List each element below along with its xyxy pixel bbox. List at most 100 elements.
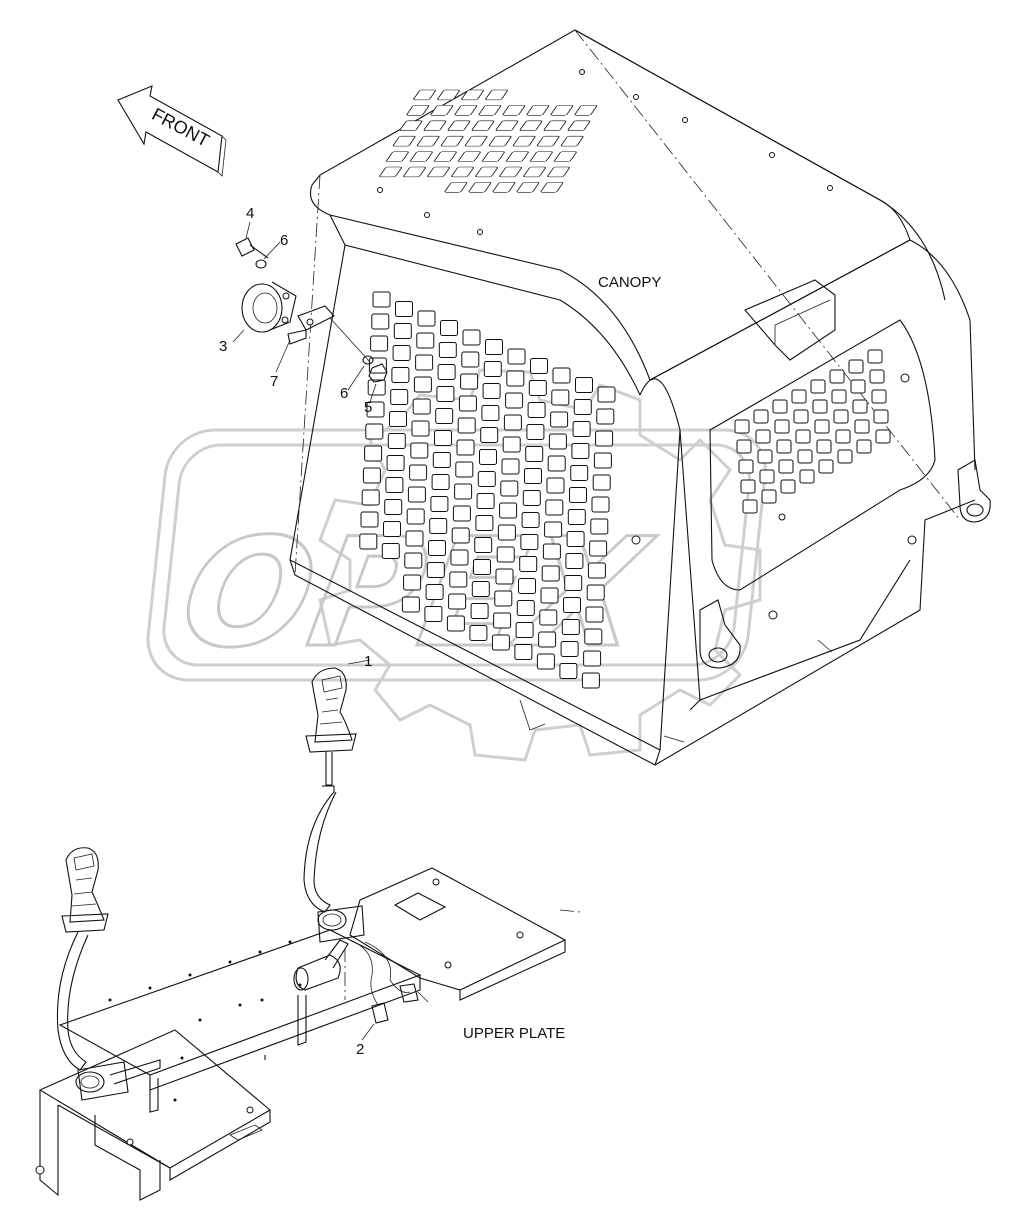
front-grille-cell bbox=[430, 496, 449, 512]
roof-grille-cell bbox=[488, 135, 512, 147]
front-grille-cell bbox=[514, 644, 533, 660]
front-grille-cell bbox=[359, 533, 378, 550]
side-grille-cell bbox=[761, 489, 777, 504]
roof-grille-cell bbox=[416, 135, 440, 147]
front-grille-cell bbox=[525, 446, 544, 462]
front-grille-cell bbox=[495, 568, 514, 585]
side-grille-cell bbox=[799, 469, 815, 484]
front-grille-cell bbox=[401, 596, 420, 613]
front-grille-cell bbox=[501, 458, 520, 475]
front-grille-cell bbox=[360, 511, 379, 528]
front-grille-cell bbox=[586, 584, 605, 601]
side-grille bbox=[734, 349, 891, 514]
front-grille-cell bbox=[569, 487, 587, 503]
roof-grille bbox=[379, 89, 598, 193]
roof-grille-cell bbox=[464, 135, 488, 147]
front-grille-cell bbox=[493, 612, 512, 629]
side-grille-cell bbox=[757, 449, 773, 464]
front-grille-cell bbox=[538, 631, 557, 648]
roof-grille-cell bbox=[560, 135, 584, 147]
front-grille-cell bbox=[570, 465, 589, 481]
front-grille-cell bbox=[587, 562, 606, 579]
roof-grille-cell bbox=[547, 166, 570, 178]
callout-6-lower: 6 bbox=[340, 385, 348, 402]
side-grille-cell bbox=[829, 369, 845, 384]
front-grille-cell bbox=[536, 653, 555, 670]
front-grille-cell bbox=[566, 531, 585, 547]
front-grille-cell bbox=[597, 386, 616, 403]
roof-grille-cell bbox=[543, 120, 567, 131]
side-grille-cell bbox=[776, 439, 792, 454]
front-grille-cell bbox=[499, 502, 518, 519]
roof-grille-cell bbox=[444, 182, 468, 193]
front-grille-cell bbox=[450, 549, 469, 566]
front-grille-cell bbox=[425, 584, 444, 600]
front-grille-cell bbox=[455, 461, 474, 478]
front-grille-cell bbox=[476, 493, 495, 509]
side-grille-cell bbox=[736, 439, 752, 454]
side-grille-cell bbox=[795, 429, 811, 444]
front-grille-cell bbox=[403, 574, 422, 591]
front-grille-cell bbox=[371, 313, 390, 330]
front-grille-cell bbox=[381, 543, 400, 559]
front-grille-cell bbox=[522, 490, 541, 506]
roof-grille-cell bbox=[499, 166, 522, 178]
roof-grille-cell bbox=[478, 105, 502, 116]
side-grille-cell bbox=[778, 459, 794, 474]
front-grille-cell bbox=[541, 565, 560, 582]
front-grille-cell bbox=[407, 486, 426, 503]
front-grille-cell bbox=[500, 480, 519, 497]
front-grille-cell bbox=[503, 414, 522, 431]
front-grille-cell bbox=[571, 443, 590, 459]
front-grille-cell bbox=[431, 474, 450, 490]
callout-7: 7 bbox=[270, 373, 278, 390]
roof-grille-cell bbox=[461, 89, 484, 101]
side-grille-cell bbox=[871, 389, 887, 404]
front-grille-cell bbox=[589, 540, 608, 557]
front-grille-cell bbox=[530, 358, 548, 374]
roof-grille-cell bbox=[519, 120, 543, 131]
front-grille-cell bbox=[482, 383, 501, 399]
front-grille-cell bbox=[456, 439, 475, 456]
side-grille-cell bbox=[850, 379, 866, 394]
side-grille-cell bbox=[738, 459, 754, 474]
front-grille-cell bbox=[477, 471, 496, 487]
roof-grille-cell bbox=[536, 135, 560, 147]
front-grille-cell bbox=[390, 389, 409, 405]
side-grille-cell bbox=[835, 429, 851, 444]
front-grille-cell bbox=[591, 496, 610, 513]
side-grille-cell bbox=[869, 369, 885, 384]
front-grille-cell bbox=[367, 379, 386, 396]
side-grille-cell bbox=[837, 449, 853, 464]
side-grille-cell bbox=[854, 419, 870, 434]
roof-grille-cell bbox=[386, 151, 409, 162]
front-grille-cell bbox=[362, 467, 381, 484]
front-grille-cell bbox=[506, 370, 525, 387]
roof-grille-cell bbox=[379, 166, 402, 178]
callout-1: 1 bbox=[364, 653, 372, 670]
front-arrow: FRONT bbox=[117, 85, 227, 177]
front-grille-cell bbox=[551, 389, 570, 406]
joystick-left bbox=[56, 847, 161, 1113]
front-grille-cell bbox=[518, 578, 536, 594]
front-grille-cell bbox=[542, 543, 561, 560]
side-grille-cell bbox=[793, 409, 809, 424]
front-grille-cell bbox=[480, 427, 499, 443]
front-grille-cell bbox=[457, 417, 476, 434]
front-arrow-label: FRONT bbox=[149, 104, 213, 151]
horn-assembly bbox=[232, 221, 388, 403]
front-grille-cell bbox=[406, 508, 425, 525]
front-grille-cell bbox=[550, 411, 569, 428]
front-grille-cell bbox=[460, 373, 479, 390]
side-grille-cell bbox=[856, 439, 872, 454]
front-grille-cell bbox=[521, 512, 540, 528]
front-grille-cell bbox=[520, 534, 539, 550]
front-grille-cell bbox=[366, 401, 385, 418]
front-grille-cell bbox=[404, 552, 423, 569]
roof-grille-cell bbox=[475, 166, 498, 178]
roof-grille-cell bbox=[413, 89, 436, 101]
front-grille-cell bbox=[527, 402, 546, 418]
upper-plate-label: UPPER PLATE bbox=[463, 1025, 565, 1042]
side-grille-cell bbox=[814, 419, 830, 434]
side-grille-cell bbox=[867, 349, 883, 364]
